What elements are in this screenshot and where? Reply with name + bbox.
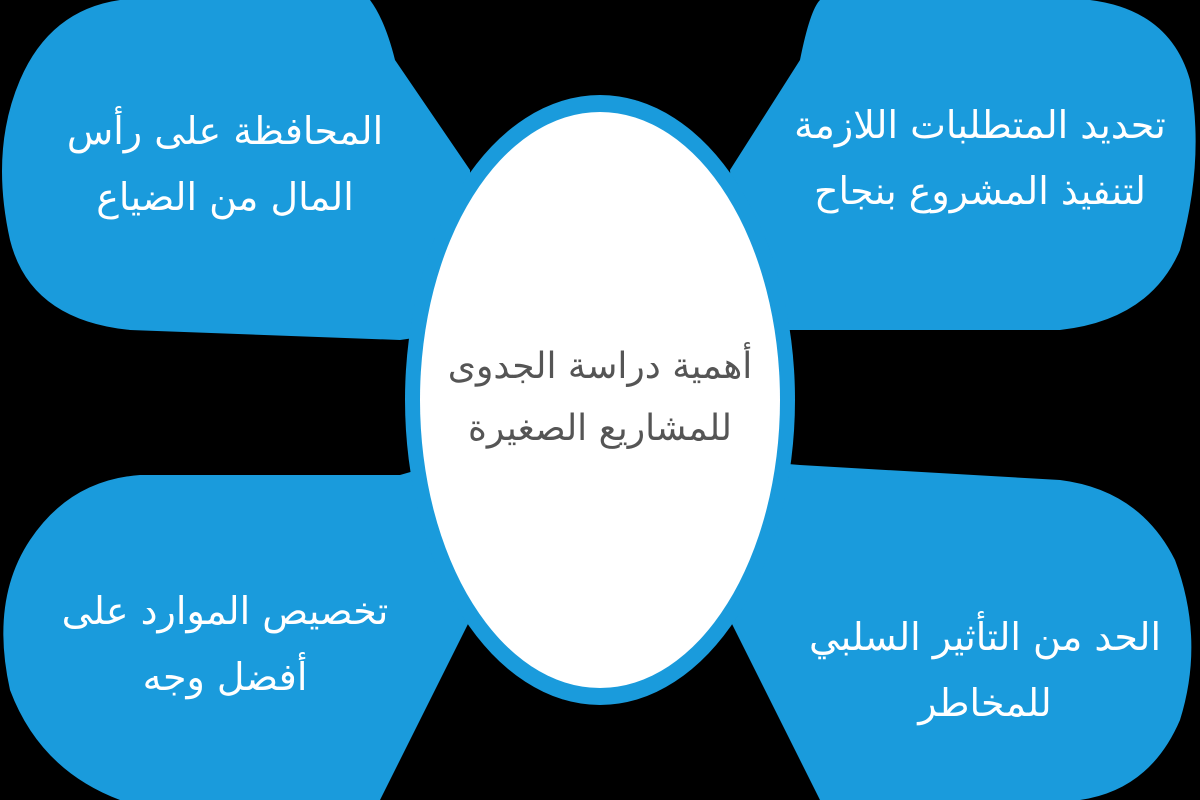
node-top-left-line1: المحافظة على رأس	[66, 109, 384, 153]
center-title-line1: أهمية دراسة الجدوى	[447, 346, 753, 387]
blob-bottom-left	[3, 455, 470, 800]
node-top-right: تحديد المتطلبات اللازمة لتنفيذ المشروع ب…	[780, 92, 1180, 224]
node-bottom-left: تخصيص الموارد على أفضل وجه	[40, 578, 410, 710]
node-bottom-right: الحد من التأثير السلبي للمخاطر	[780, 604, 1190, 736]
node-bottom-right-line1: الحد من التأثير السلبي للمخاطر	[808, 615, 1162, 725]
node-top-left-line2: المال من الضياع	[96, 175, 354, 219]
node-top-left: المحافظة على رأس المال من الضياع	[40, 98, 410, 230]
center-ellipse	[420, 112, 780, 688]
blob-top-left	[2, 0, 470, 340]
node-bottom-left-line1: تخصيص الموارد على	[61, 589, 389, 633]
center-title-line2: للمشاريع الصغيرة	[468, 408, 732, 449]
node-top-right-line2: لتنفيذ المشروع بنجاح	[814, 169, 1146, 213]
node-top-right-line1: تحديد المتطلبات اللازمة	[794, 103, 1166, 147]
center-title: أهمية دراسة الجدوى للمشاريع الصغيرة	[420, 336, 780, 460]
node-bottom-left-line2: أفضل وجه	[142, 655, 308, 699]
blob-top-right	[730, 0, 1196, 340]
blob-bottom-right	[730, 460, 1192, 800]
